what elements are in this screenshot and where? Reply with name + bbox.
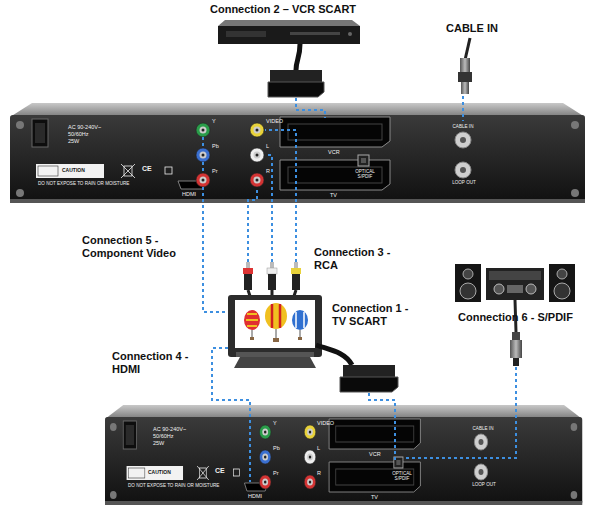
panel-marking: HDMI xyxy=(182,191,196,197)
panel-marking: HDMI xyxy=(248,493,262,499)
panel-marking: Pb xyxy=(273,445,280,451)
scart-plug xyxy=(340,365,398,392)
panel-marking: L xyxy=(266,143,269,149)
panel-marking: AC 90-240V~ xyxy=(153,426,186,432)
panel-marking: 50/60Hz xyxy=(68,131,89,137)
panel-marking: OPTICAL S/PDIF xyxy=(387,471,417,481)
panel-marking: VCR xyxy=(328,149,340,155)
panel-marking: CE xyxy=(142,165,152,173)
panel-marking: CABLE IN xyxy=(450,124,476,129)
panel-marking: AC 90-240V~ xyxy=(68,124,101,130)
panel-marking: LOOP OUT xyxy=(450,180,478,185)
panel-marking: CAUTION xyxy=(62,168,85,174)
panel-marking: VIDEO xyxy=(266,118,283,124)
television xyxy=(228,295,322,368)
panel-marking: R xyxy=(266,168,270,174)
connection-label: Connection 1 - TV SCART xyxy=(332,302,420,327)
panel-marking: 50/60Hz xyxy=(153,433,174,439)
receiver-rear-panel xyxy=(105,405,582,505)
panel-marking: TV xyxy=(371,494,378,500)
panel-marking: OPTICAL S/PDIF xyxy=(350,169,380,179)
panel-marking: LOOP OUT xyxy=(470,482,498,487)
connection-label: Connection 4 - HDMI xyxy=(112,350,192,375)
panel-marking: DO NOT EXPOSE TO RAIN OR MOISTURE xyxy=(128,483,219,488)
panel-marking: R xyxy=(317,470,321,476)
panel-marking: Pr xyxy=(273,470,279,476)
panel-marking: TV xyxy=(330,192,337,198)
connection-label: Connection 3 - RCA xyxy=(314,246,394,271)
panel-marking: L xyxy=(317,445,320,451)
receiver-rear-panel xyxy=(10,103,585,203)
connection-label: Connection 5 - Component Video xyxy=(82,234,194,259)
panel-marking: CAUTION xyxy=(148,470,171,476)
scart-plug xyxy=(268,70,324,97)
connection-title: Connection 2 – VCR SCART xyxy=(210,3,356,16)
panel-marking: Y xyxy=(212,118,216,124)
input-label: CABLE IN xyxy=(446,22,498,35)
panel-marking: CABLE IN xyxy=(470,426,496,431)
panel-marking: VCR xyxy=(369,451,381,457)
vcr-device xyxy=(218,20,360,44)
rca-plugs xyxy=(243,262,301,296)
panel-marking: Pb xyxy=(212,143,219,149)
panel-marking: 25W xyxy=(68,138,79,144)
stereo-system xyxy=(455,264,575,302)
panel-marking: VIDEO xyxy=(317,420,334,426)
connection-label: Connection 6 - S/PDIF xyxy=(458,311,573,324)
panel-marking: Y xyxy=(273,420,277,426)
connection-wires xyxy=(203,96,516,482)
panel-marking: 25W xyxy=(153,440,164,446)
optical-plug xyxy=(510,332,522,366)
panel-marking: Pr xyxy=(212,168,218,174)
panel-marking: CE xyxy=(215,467,225,475)
panel-marking: DO NOT EXPOSE TO RAIN OR MOISTURE xyxy=(38,181,129,186)
coax-plug xyxy=(458,38,472,94)
